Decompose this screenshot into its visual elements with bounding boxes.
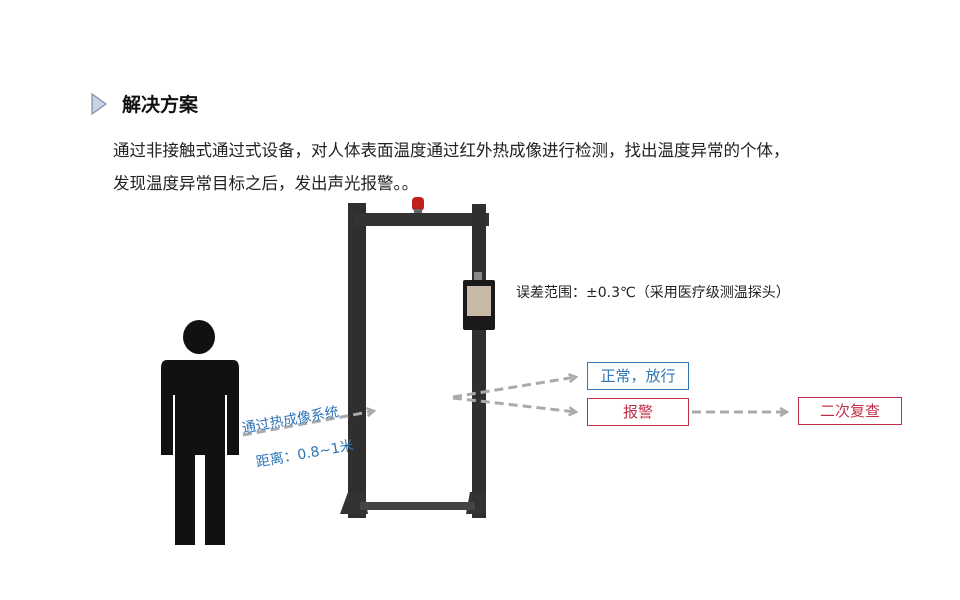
walkthrough-gate-image <box>340 197 495 518</box>
description-line-1: 通过非接触式通过式设备，对人体表面温度通过红外热成像进行检测，找出温度异常的个体… <box>113 141 790 160</box>
section-title: 解决方案 <box>122 94 199 116</box>
normal-pass-box: 正常，放行 <box>587 362 689 390</box>
arrow-to-system <box>242 411 374 437</box>
description-line-2: 发现温度异常目标之后，发出声光报警。。 <box>113 174 419 193</box>
alarm-box: 报警 <box>587 398 689 426</box>
alarm-light-icon <box>412 197 424 211</box>
section-triangle-icon <box>91 93 108 115</box>
arrow-to-alarm <box>452 396 576 412</box>
recheck-box: 二次复查 <box>798 397 902 425</box>
person-silhouette-icon <box>161 320 239 545</box>
arrow-to-normal <box>452 377 576 399</box>
accuracy-note: 误差范围：±0.3℃（采用医疗级测温探头） <box>516 285 790 301</box>
